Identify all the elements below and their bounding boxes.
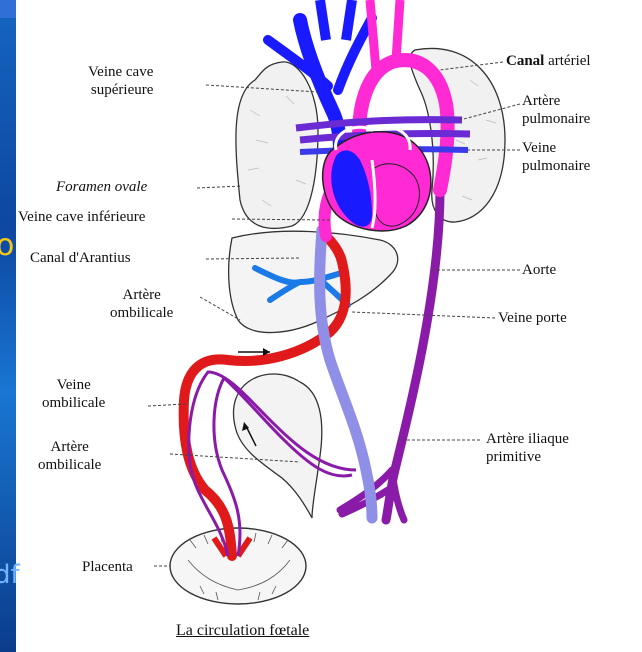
label-canal-arantius: Canal d'Arantius xyxy=(30,249,131,267)
label-text: ombilicale xyxy=(110,304,173,322)
label-veine-porte: Veine porte xyxy=(498,309,567,327)
placenta-disc xyxy=(170,528,306,604)
label-text: Veine xyxy=(42,376,105,394)
label-aorte: Aorte xyxy=(522,261,556,279)
label-text: Veine xyxy=(522,139,590,157)
label-artere-pulmonaire: Artère pulmonaire xyxy=(522,92,590,128)
label-text: supérieure xyxy=(88,81,153,99)
label-text: ombilicale xyxy=(38,456,101,474)
label-text: pulmonaire xyxy=(522,110,590,128)
label-text: artériel xyxy=(548,53,590,69)
jugular-veins xyxy=(320,0,352,40)
label-artere-ombilicale-bot: Artère ombilicale xyxy=(38,438,101,474)
label-placenta: Placenta xyxy=(82,558,133,576)
label-artere-iliaque: Artère iliaque primitive xyxy=(486,430,569,466)
diagram-caption: La circulation fœtale xyxy=(176,622,309,640)
label-canal-arteriel: Canal artériel xyxy=(506,52,591,70)
label-veine-ombilicale: Veine ombilicale xyxy=(42,376,105,412)
label-text: Artère iliaque xyxy=(486,430,569,448)
left-lung xyxy=(236,62,318,228)
label-text: Canal xyxy=(506,53,544,69)
label-text: ombilicale xyxy=(42,394,105,412)
label-veine-cave-sup: Veine cave supérieure xyxy=(88,63,153,99)
label-text: Artère xyxy=(110,286,173,304)
label-text: primitive xyxy=(486,448,569,466)
label-foramen-ovale: Foramen ovale xyxy=(56,178,147,196)
label-text: Artère xyxy=(38,438,101,456)
label-text: pulmonaire xyxy=(522,157,590,175)
label-veine-cave-inf: Veine cave inférieure xyxy=(18,208,145,226)
label-text: Veine cave xyxy=(88,63,153,81)
label-veine-pulmonaire: Veine pulmonaire xyxy=(522,139,590,175)
label-text: Artère xyxy=(522,92,590,110)
label-artere-ombilicale-top: Artère ombilicale xyxy=(110,286,173,322)
